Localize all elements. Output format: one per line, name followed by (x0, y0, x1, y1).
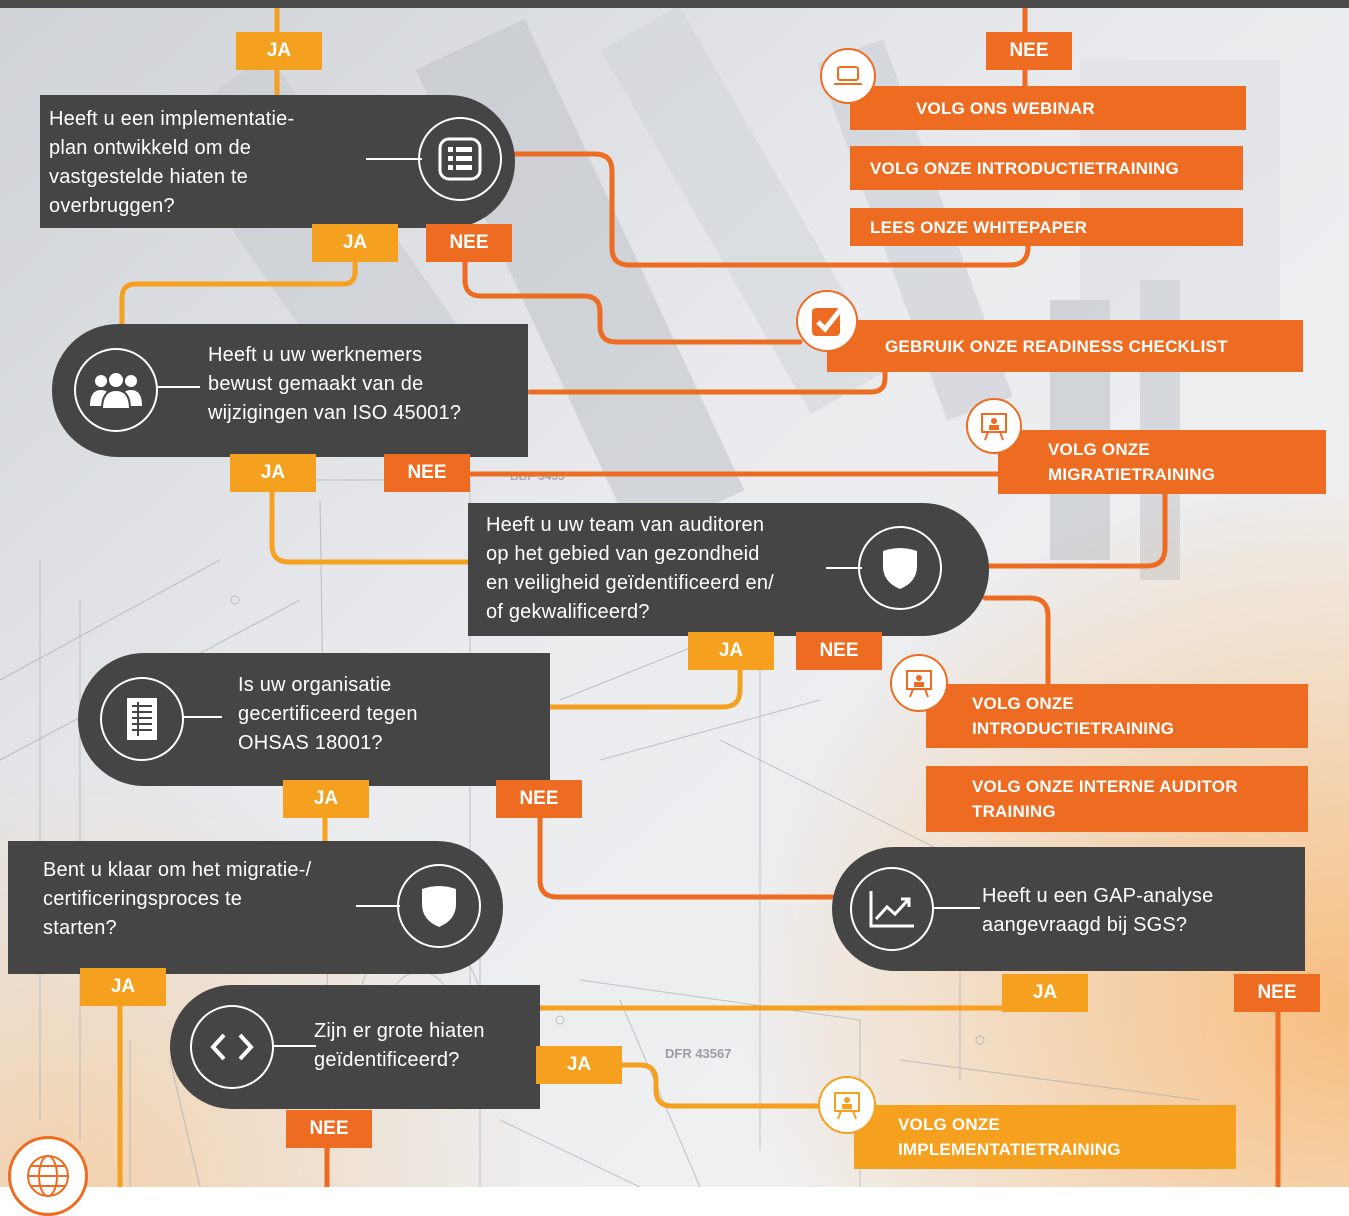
question-text-line: overbruggen? (49, 195, 175, 217)
question-text-line: gecertificeerd tegen (238, 703, 418, 725)
question-text-line: certificeringsproces te (43, 888, 243, 910)
question-text-line: of gekwalificeerd? (486, 601, 650, 623)
shield-icon (858, 526, 942, 610)
no-label: NEE (286, 1110, 372, 1148)
yes-label: JA (1002, 974, 1088, 1012)
presentation-icon (818, 1076, 876, 1134)
icon-connector (826, 567, 862, 569)
question-ready-to-start: Bent u klaar om het migratie-/ certifice… (8, 841, 503, 974)
action-line: VOLG ONZE (972, 694, 1074, 713)
yes-label: JA (536, 1046, 622, 1084)
yes-label: JA (283, 780, 369, 818)
icon-connector (932, 907, 980, 909)
action-line: VOLG ONZE (898, 1115, 1000, 1134)
question-text-line: en veiligheid geïdentificeerd en/ (486, 572, 774, 594)
action-introductietraining[interactable]: VOLG ONZE INTRODUCTIETRAINING (850, 146, 1243, 190)
question-text-line: bewust gemaakt van de (208, 373, 424, 395)
question-text-line: Zijn er grote hiaten (314, 1020, 485, 1042)
question-text-line: starten? (43, 917, 117, 939)
top-bar (0, 0, 1349, 8)
no-label: NEE (384, 454, 470, 492)
question-auditor-team: Heeft u uw team van auditoren op het geb… (468, 503, 989, 636)
question-text-line: Heeft u uw team van auditoren (486, 514, 765, 536)
action-webinar[interactable]: VOLG ONS WEBINAR (850, 86, 1246, 130)
icon-connector (272, 1045, 316, 1047)
question-text-line: Heeft u uw werknemers (208, 344, 423, 366)
action-line: VOLG ONZE (1048, 440, 1150, 459)
question-employee-awareness: Heeft u uw werknemers bewust gemaakt van… (52, 324, 528, 457)
action-whitepaper[interactable]: LEES ONZE WHITEPAPER (850, 208, 1243, 246)
presentation-icon (890, 654, 948, 712)
action-line: TRAINING (972, 802, 1056, 821)
icon-connector (156, 386, 200, 388)
question-text-line: plan ontwikkeld om de (49, 137, 252, 159)
icon-connector (356, 905, 400, 907)
action-interne-auditor-training[interactable]: VOLG ONZE INTERNE AUDITOR TRAINING (926, 766, 1308, 832)
checkbox-icon (796, 290, 858, 352)
question-text-line: aangevraagd bij SGS? (982, 914, 1188, 936)
action-migratietraining[interactable]: VOLG ONZE MIGRATIETRAINING (998, 430, 1326, 494)
question-ohsas-certification: Is uw organisatie gecertificeerd tegen O… (78, 653, 550, 786)
yes-label: JA (80, 968, 166, 1006)
yes-label: JA (236, 32, 322, 70)
question-gap-analysis: Heeft u een GAP-analyse aangevraagd bij … (832, 847, 1305, 971)
yes-label: JA (688, 632, 774, 670)
people-icon (74, 348, 158, 432)
action-line: VOLG ONZE INTERNE AUDITOR (972, 777, 1238, 796)
action-introductietraining-2[interactable]: VOLG ONZE INTRODUCTIETRAINING (926, 684, 1308, 748)
question-text-line: op het gebied van gezondheid (486, 543, 760, 565)
action-implementatietraining[interactable]: VOLG ONZE IMPLEMENTATIETRAINING (854, 1105, 1236, 1169)
laptop-icon (820, 48, 876, 104)
question-text-line: geïdentificeerd? (314, 1049, 460, 1071)
action-readiness-checklist[interactable]: GEBRUIK ONZE READINESS CHECKLIST (827, 320, 1303, 372)
document-icon (100, 677, 184, 761)
action-line: IMPLEMENTATIETRAINING (898, 1140, 1121, 1159)
question-text-line: vastgestelde hiaten te (49, 166, 248, 188)
no-label: NEE (796, 632, 882, 670)
code-icon (190, 1005, 274, 1089)
list-icon (418, 117, 502, 201)
question-major-gaps: Zijn er grote hiaten geïdentificeerd? (170, 985, 540, 1109)
flow-connectors (117, 0, 1281, 1187)
chart-icon (850, 867, 934, 951)
icon-connector (366, 158, 422, 160)
question-text-line: Heeft u een implementatie- (49, 108, 295, 130)
yes-label: JA (312, 224, 398, 262)
question-text-line: Is uw organisatie (238, 674, 392, 696)
presentation-icon (966, 398, 1022, 454)
yes-label: JA (230, 454, 316, 492)
no-label: NEE (426, 224, 512, 262)
shield-icon (397, 864, 481, 948)
question-text-line: Heeft u een GAP-analyse (982, 885, 1214, 907)
question-text-line: Bent u klaar om het migratie-/ (43, 859, 312, 881)
globe-icon (8, 1136, 88, 1216)
no-label: NEE (1234, 974, 1320, 1012)
no-label: NEE (496, 780, 582, 818)
action-line: INTRODUCTIETRAINING (972, 719, 1175, 738)
action-line: MIGRATIETRAINING (1048, 465, 1216, 484)
drawing-label: DFR 43567 (665, 1046, 731, 1061)
question-text-line: wijzigingen van ISO 45001? (208, 402, 462, 424)
question-implementation-plan: Heeft u een implementatie- plan ontwikke… (40, 95, 515, 228)
no-label: NEE (986, 32, 1072, 70)
icon-connector (182, 716, 222, 718)
question-text-line: OHSAS 18001? (238, 732, 383, 754)
